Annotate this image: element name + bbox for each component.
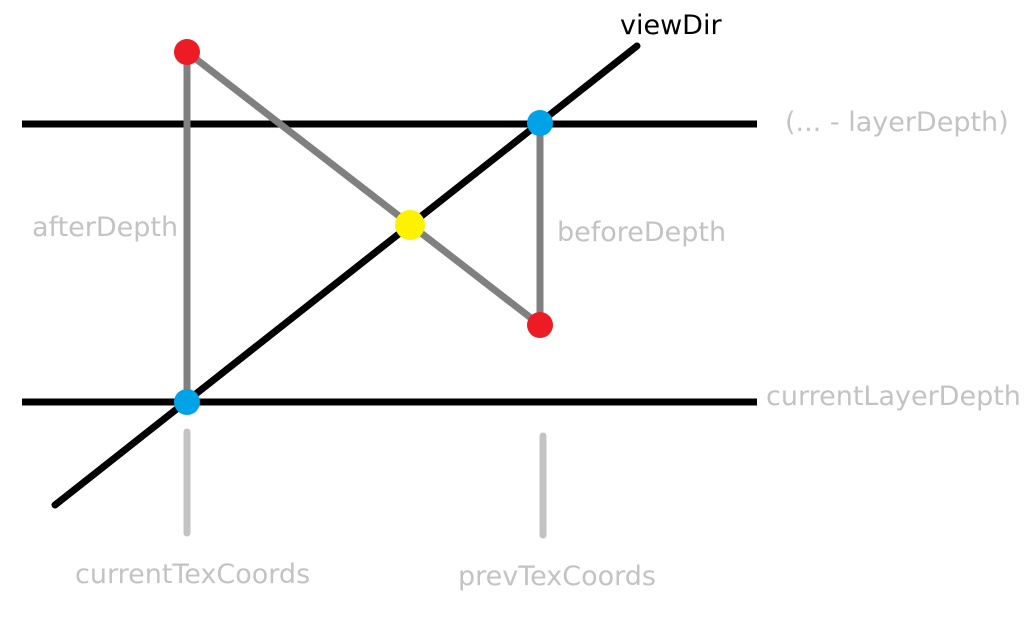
layer-depth-prev-label: (... - layerDepth) (785, 107, 1009, 138)
current-layer-depth-label: currentLayerDepth (766, 381, 1021, 412)
depth-point-red-after (174, 39, 200, 65)
depth-point-red-before (527, 312, 553, 338)
interpolated-point-yellow (395, 210, 425, 240)
view-dir-label: viewDir (620, 10, 722, 41)
intersection-point-blue-top (527, 110, 553, 136)
before-depth-label: beforeDepth (557, 217, 726, 248)
prev-tex-coords-label: prevTexCoords (458, 561, 656, 592)
current-tex-coords-label: currentTexCoords (75, 559, 310, 590)
intersection-point-blue-bottom (174, 389, 200, 415)
interpolation-line (184, 49, 543, 328)
after-depth-label: afterDepth (32, 212, 178, 243)
